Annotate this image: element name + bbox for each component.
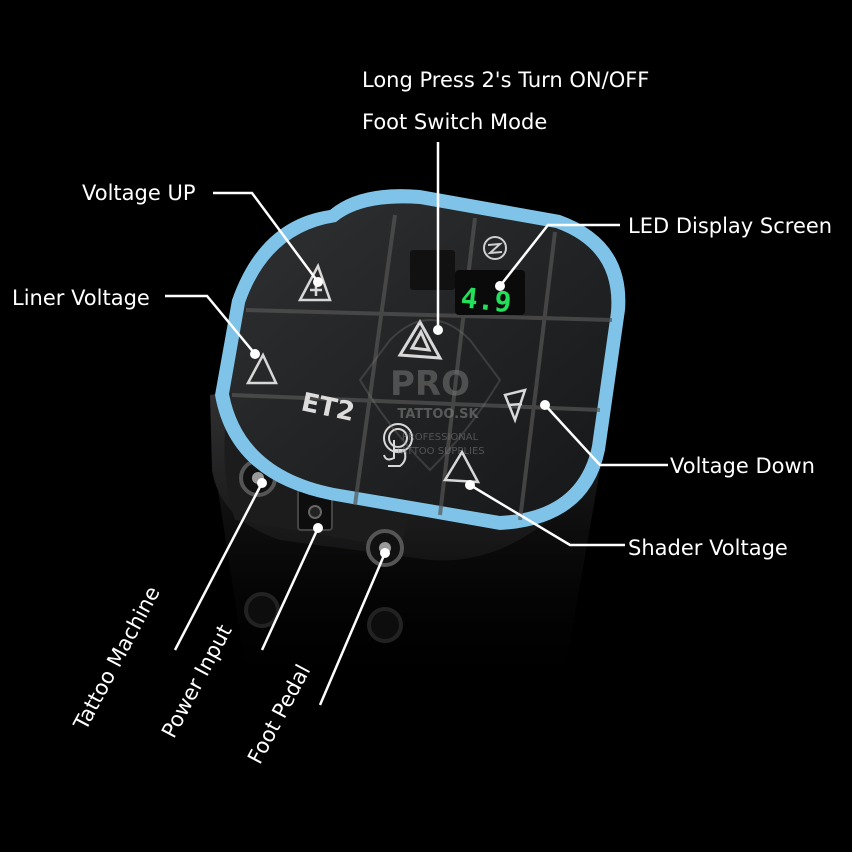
label-liner-voltage: Liner Voltage [12, 286, 150, 310]
liner-voltage-button-icon [245, 352, 278, 385]
led-display [410, 250, 525, 315]
voltage-down-button-icon [503, 388, 527, 424]
device-top-face [215, 189, 626, 530]
callout-dots [250, 277, 550, 558]
watermark-main: PRO [390, 364, 470, 404]
label-foot-switch: Foot Switch Mode [362, 110, 548, 134]
watermark-emblem [358, 319, 502, 472]
callout-lines [165, 142, 668, 706]
watermark-sub1: PROFESSIONAL [402, 432, 479, 443]
brand-logo-icon [483, 236, 507, 260]
watermark-domain: TATTOO.SK [397, 407, 479, 422]
label-voltage-down: Voltage Down [670, 454, 815, 478]
label-long-press: Long Press 2's Turn ON/OFF [362, 68, 650, 92]
touch-hand-icon [383, 423, 413, 467]
led-display-value: 4.9 [459, 281, 513, 319]
label-led-display: LED Display Screen [628, 214, 833, 238]
foot-switch-button-icon [397, 319, 443, 360]
label-shader-voltage: Shader Voltage [628, 536, 788, 560]
label-voltage-up: Voltage UP [82, 181, 196, 205]
shader-voltage-button-icon [442, 449, 481, 484]
watermark-sub2: TATTOO SUPPLIES [394, 446, 484, 457]
